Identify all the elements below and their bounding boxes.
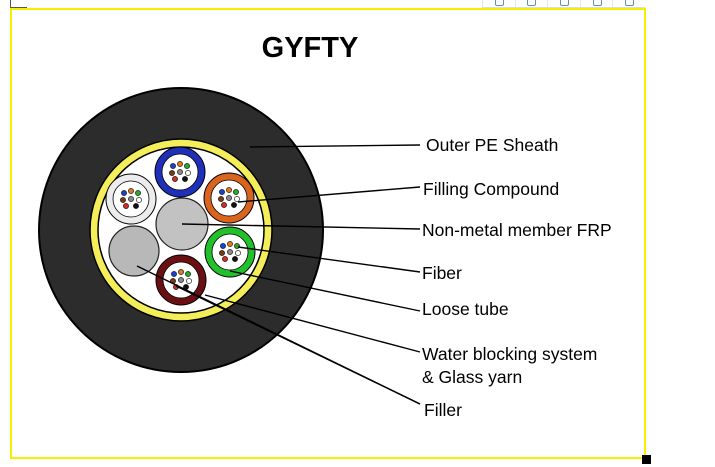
label-outer-pe-sheath: Outer PE Sheath (426, 135, 558, 155)
fiber-dot (234, 196, 240, 202)
fiber-dot (136, 197, 142, 203)
window-corner-marker (10, 0, 27, 8)
fiber-dot (135, 190, 141, 196)
filler-rod (108, 225, 160, 277)
leader-loose-tube (229, 270, 421, 312)
label-water-blocking-line2: & Glass yarn (422, 367, 522, 387)
leader-outer-pe-sheath (249, 144, 421, 148)
fiber-dot (226, 187, 232, 193)
fiber-dot (169, 170, 175, 176)
fiber-dot (219, 250, 225, 256)
fiber-dot (182, 176, 188, 182)
fiber-dot (177, 161, 183, 167)
fiber-dot (218, 196, 224, 202)
fiber-dot (232, 256, 238, 262)
fiber-dot (170, 163, 176, 169)
label-filler: Filler (424, 400, 462, 420)
fiber-dot (128, 196, 134, 202)
image-selection-frame[interactable] (10, 8, 646, 459)
label-fiber: Fiber (422, 263, 462, 283)
leader-lines (136, 144, 421, 405)
fiber-dot (231, 202, 237, 208)
fiber-dot (123, 203, 129, 209)
toolbar-button[interactable] (514, 0, 548, 7)
leader-fiber (237, 246, 421, 273)
fiber-dot (128, 188, 134, 194)
toolbar-button[interactable] (612, 0, 645, 7)
label-non-metal-member-frp: Non-metal member FRP (422, 220, 612, 240)
component-labels: Outer PE Sheath Filling Compound Non-met… (422, 135, 612, 420)
fiber-dot (133, 203, 139, 209)
fiber-dot (178, 269, 184, 275)
label-filling-compound: Filling Compound (423, 179, 559, 199)
fiber-dot (234, 243, 240, 249)
diagram-title: GYFTY (262, 32, 359, 64)
fiber-dot (121, 190, 127, 196)
fiber-dot (171, 271, 177, 277)
leader-filler-2 (136, 265, 421, 405)
fiber-dot (233, 189, 239, 195)
label-water-blocking-line1: Water blocking system (422, 344, 597, 364)
fiber-dot (177, 169, 183, 175)
fiber-dot (222, 256, 228, 262)
fiber-dot (220, 243, 226, 249)
fiber-dot (221, 202, 227, 208)
toolbar-button[interactable] (482, 0, 515, 7)
fiber-dot (178, 277, 184, 283)
fiber-dot (227, 241, 233, 247)
leader-non-metal-member (181, 223, 421, 230)
cable-cross-section (38, 87, 324, 373)
fiber-dot (185, 170, 191, 176)
label-loose-tube: Loose tube (422, 299, 509, 319)
fiber-dot (120, 197, 126, 203)
toolbar-button[interactable] (579, 0, 613, 7)
fiber-dot (185, 271, 191, 277)
resize-handle[interactable] (642, 455, 651, 464)
image-toolbar[interactable] (482, 0, 645, 8)
fiber-dot (184, 163, 190, 169)
fiber-dot (235, 250, 241, 256)
toolbar-button[interactable] (547, 0, 580, 7)
fiber-bundles (120, 161, 241, 290)
leader-filling-compound (237, 186, 421, 203)
leader-water-blocking (204, 294, 421, 353)
fiber-dot (219, 189, 225, 195)
fiber-dot (186, 278, 192, 284)
fiber-dot (226, 195, 232, 201)
fiber-dot (172, 176, 178, 182)
fiber-dot (227, 249, 233, 255)
